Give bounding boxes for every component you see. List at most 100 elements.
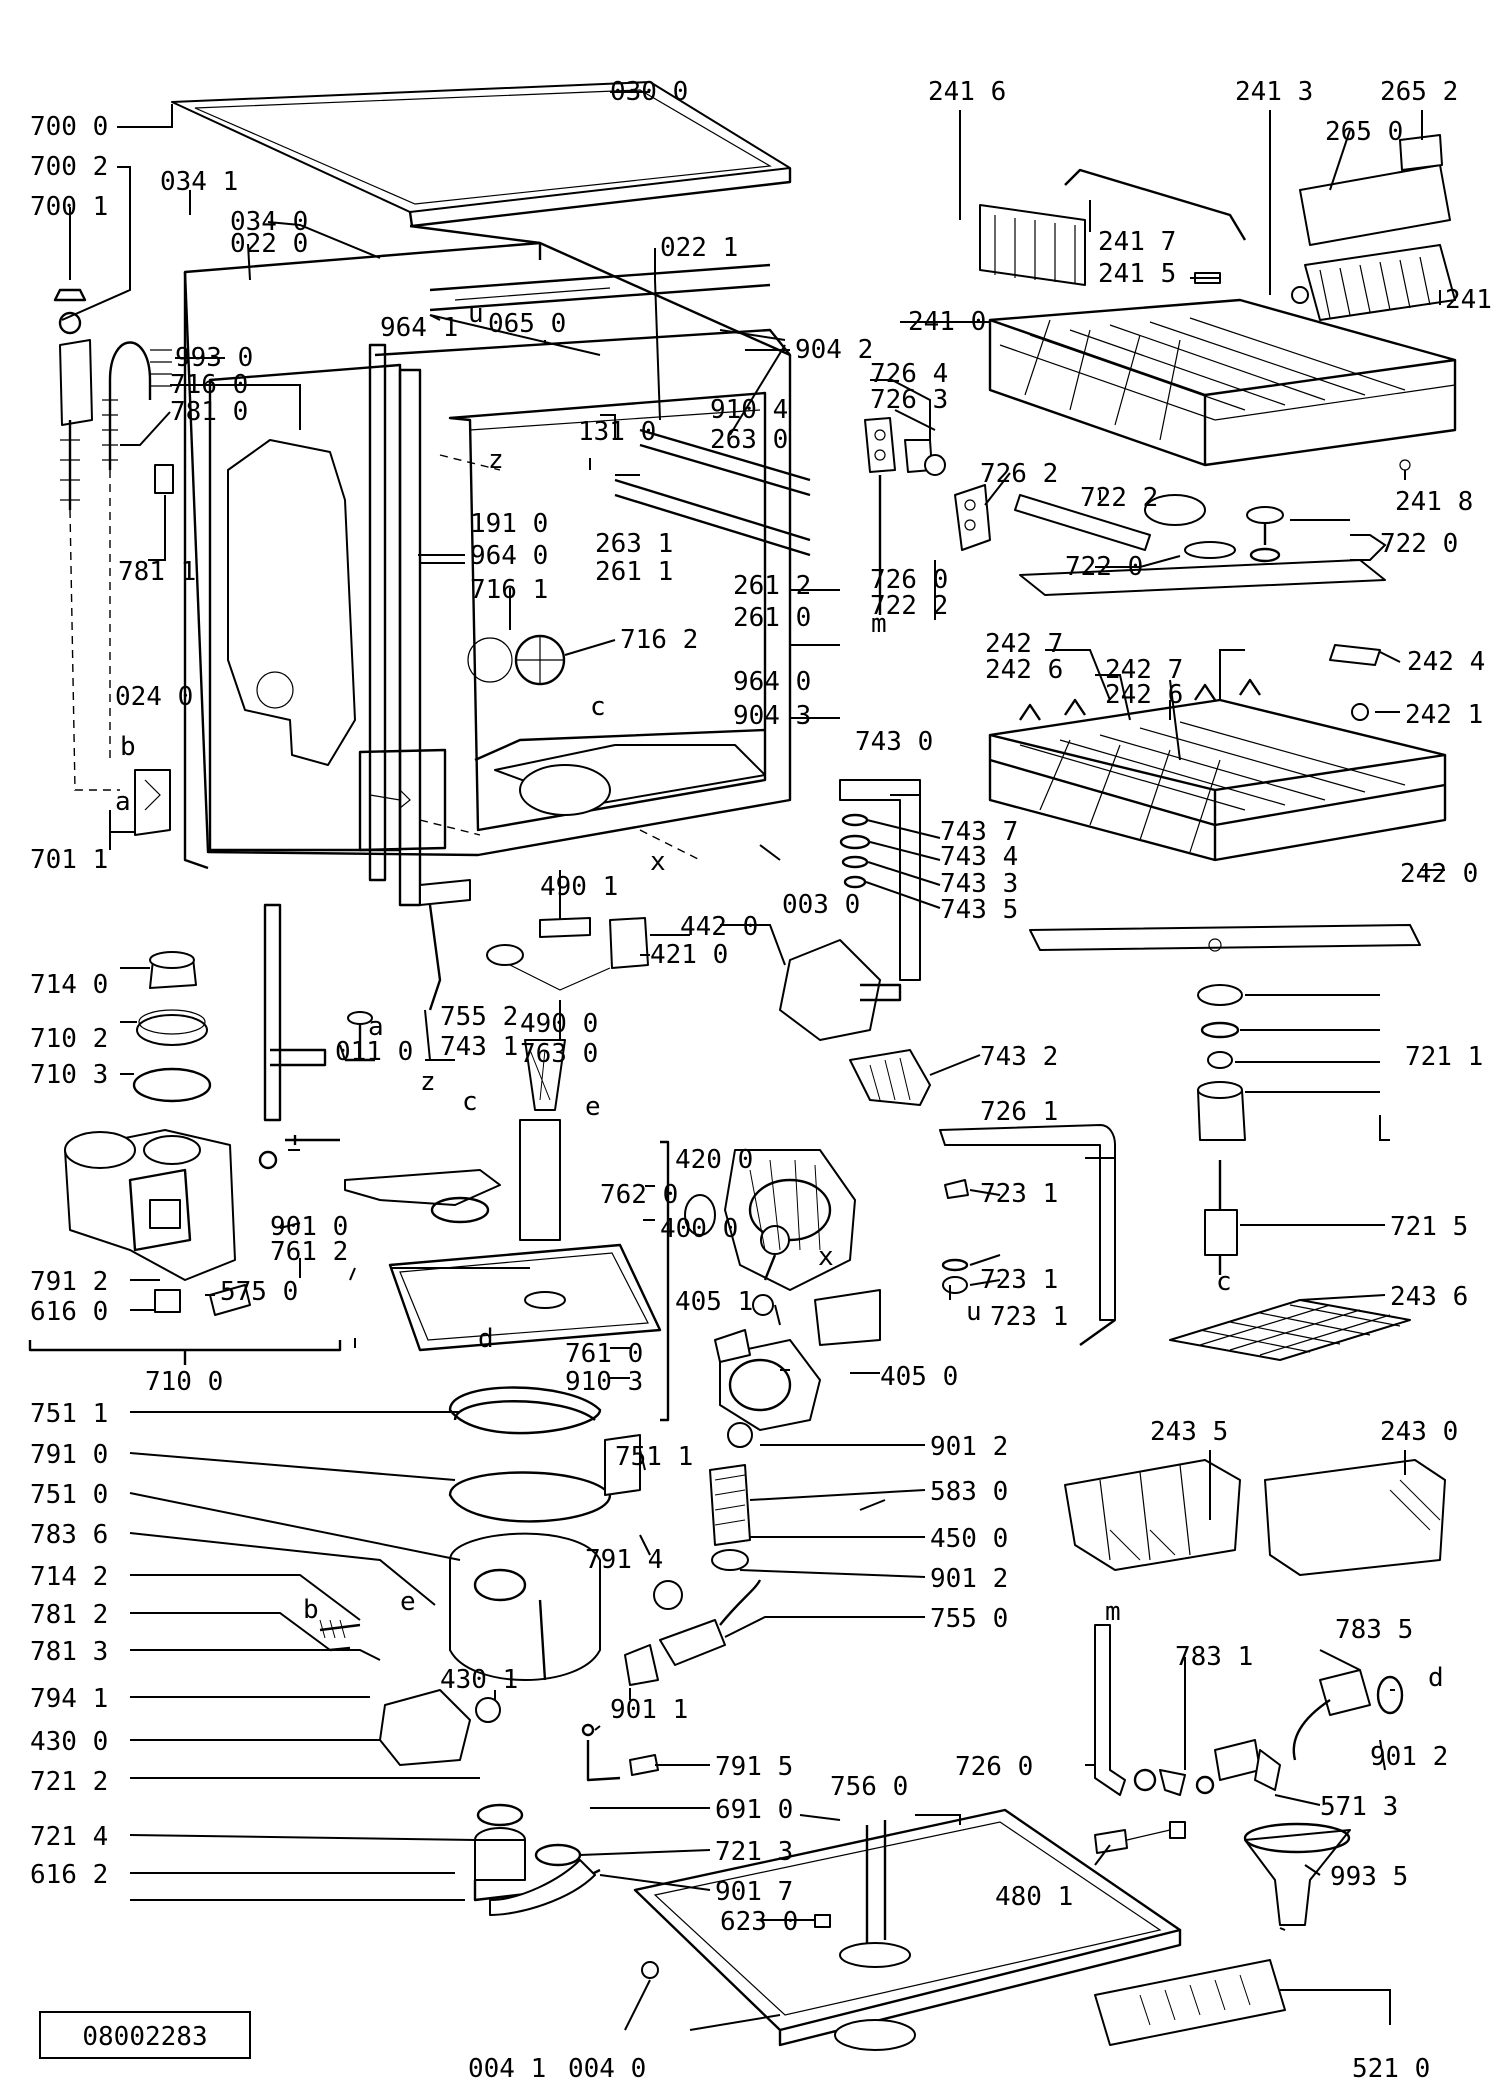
part-label-inlet-d: 901 2 bbox=[1370, 1742, 1448, 1772]
part-label-pipe-d: 743 3 bbox=[940, 869, 1018, 899]
part-label-basket-e: 241 7 bbox=[1098, 227, 1176, 257]
part-label-filter-ring-b: 716 2 bbox=[620, 625, 698, 655]
part-label-screw-left: 034 1 bbox=[160, 167, 238, 197]
part-label-spring-single: 781 1 bbox=[118, 557, 196, 587]
part-label-motor-a: 901 2 bbox=[930, 1432, 1008, 1462]
part-label-soft-a: 791 2 bbox=[30, 1267, 108, 1297]
part-label-nut-top: 065 0 bbox=[488, 309, 566, 339]
part-label-insulation: 716 0 bbox=[170, 370, 248, 400]
document-number-box bbox=[39, 2011, 251, 2059]
part-label-cable-guide-b: 743 1 bbox=[440, 1032, 518, 1062]
part-label-rack-f: 242 1 bbox=[1405, 700, 1483, 730]
part-label-hose-726-1: 726 1 bbox=[980, 1097, 1058, 1127]
part-label-base-e: 004 0 bbox=[568, 2054, 646, 2084]
letter-marker-12: x bbox=[818, 1242, 834, 1272]
part-label-pump-a: 420 0 bbox=[675, 1145, 753, 1175]
part-label-side-bar: 191 0 bbox=[470, 509, 548, 539]
letter-marker-5: b bbox=[120, 732, 136, 762]
letter-marker-13: u bbox=[966, 1297, 982, 1327]
part-label-clip-b: 022 0 bbox=[230, 229, 308, 259]
leader-lines bbox=[61, 91, 1445, 2031]
part-label-top-bracket-a: 700 0 bbox=[30, 112, 108, 142]
part-label-hinge-a: 726 4 bbox=[870, 359, 948, 389]
part-label-guide-d: 261 1 bbox=[595, 557, 673, 587]
part-label-sump-c: 751 0 bbox=[30, 1480, 108, 1510]
part-label-rack-a: 242 7 bbox=[985, 629, 1063, 659]
part-label-pipe-f: 743 2 bbox=[980, 1042, 1058, 1072]
part-label-pipe-b: 743 7 bbox=[940, 817, 1018, 847]
cabinet-drawing bbox=[171, 81, 811, 907]
part-label-filter-c: 910 3 bbox=[565, 1367, 643, 1397]
part-label-spray-a: 722 2 bbox=[1080, 483, 1158, 513]
letter-marker-8: e bbox=[585, 1092, 601, 1122]
part-label-hose-spring: 993 0 bbox=[175, 343, 253, 373]
document-number: 08002283 bbox=[82, 2022, 207, 2052]
part-label-clip-a: 034 0 bbox=[230, 207, 308, 237]
part-label-basket-c: 265 2 bbox=[1380, 77, 1458, 107]
part-label-base-a: 756 0 bbox=[830, 1772, 908, 1802]
part-label-softener: 710 0 bbox=[145, 1367, 223, 1397]
part-label-guide-b: 263 0 bbox=[710, 425, 788, 455]
part-label-filter-b: 761 0 bbox=[565, 1339, 643, 1369]
base-drawing bbox=[633, 1624, 1404, 2051]
part-label-base-c: 480 1 bbox=[995, 1882, 1073, 1912]
part-label-base-b: 623 0 bbox=[720, 1907, 798, 1937]
part-label-cutlery-b: 243 0 bbox=[1380, 1417, 1458, 1447]
part-label-basket-b: 241 3 bbox=[1235, 77, 1313, 107]
part-label-rack-b: 242 6 bbox=[985, 655, 1063, 685]
part-label-grid: 243 6 bbox=[1390, 1282, 1468, 1312]
letter-marker-15: e bbox=[400, 1587, 416, 1617]
letter-marker-4: x bbox=[650, 847, 666, 877]
part-label-basket-a: 241 6 bbox=[928, 77, 1006, 107]
letter-marker-7: m bbox=[871, 609, 887, 639]
letter-marker-2: z bbox=[420, 1067, 436, 1097]
part-label-pipe-e: 743 5 bbox=[940, 895, 1018, 925]
part-label-top-plate: 030 0 bbox=[610, 77, 688, 107]
part-label-rail-r-b: 261 0 bbox=[733, 603, 811, 633]
part-label-arm-lower: 721 1 bbox=[1405, 1042, 1483, 1072]
part-label-spray-b: 722 0 bbox=[1380, 529, 1458, 559]
part-label-funnel: 993 5 bbox=[1330, 1862, 1408, 1892]
part-label-spray-c: 722 0 bbox=[1065, 552, 1143, 582]
part-label-sensor-c: 421 0 bbox=[650, 940, 728, 970]
part-label-soft-d: 901 0 bbox=[270, 1212, 348, 1242]
part-label-cutlery-a: 243 5 bbox=[1150, 1417, 1228, 1447]
part-label-hose-723-1b: 723 1 bbox=[980, 1265, 1058, 1295]
part-label-pipe-a: 743 0 bbox=[855, 727, 933, 757]
part-label-inlet-e: 571 3 bbox=[1320, 1792, 1398, 1822]
part-label-drain-e: 616 2 bbox=[30, 1860, 108, 1890]
part-label-inlet-c: 783 5 bbox=[1335, 1615, 1413, 1645]
part-label-sump-g: 781 3 bbox=[30, 1637, 108, 1667]
center-parts-drawing bbox=[319, 779, 931, 1916]
part-label-sump-j: 430 1 bbox=[440, 1665, 518, 1695]
part-label-hose-723-1c: 723 1 bbox=[990, 1302, 1068, 1332]
part-label-arm-shaft: 721 5 bbox=[1390, 1212, 1468, 1242]
part-label-cable-guide-a: 755 2 bbox=[440, 1002, 518, 1032]
part-label-base-d: 004 1 bbox=[468, 2054, 546, 2084]
part-label-motor-d: 901 2 bbox=[930, 1564, 1008, 1594]
part-label-guide-c: 263 1 bbox=[595, 529, 673, 559]
letter-marker-18: d bbox=[1428, 1663, 1444, 1693]
letter-marker-6: a bbox=[115, 787, 131, 817]
part-label-top-bracket-b: 700 2 bbox=[30, 152, 108, 182]
part-label-pump-d: 405 0 bbox=[880, 1362, 958, 1392]
part-label-screw-r: 904 2 bbox=[795, 335, 873, 365]
part-label-ring-a: 710 2 bbox=[30, 1024, 108, 1054]
letter-marker-1: z bbox=[488, 445, 504, 475]
part-label-pump-b: 400 0 bbox=[660, 1214, 738, 1244]
part-label-gasket-top: 964 1 bbox=[380, 313, 458, 343]
part-label-basket-f: 241 5 bbox=[1098, 259, 1176, 289]
part-label-sensor-d: 490 0 bbox=[520, 1009, 598, 1039]
part-label-drain-d: 901 7 bbox=[715, 1877, 793, 1907]
letter-marker-14: c bbox=[1216, 1267, 1232, 1297]
part-label-sensor-e: 763 0 bbox=[520, 1039, 598, 1069]
letter-marker-16: b bbox=[303, 1595, 319, 1625]
part-label-guide-a: 910 4 bbox=[710, 395, 788, 425]
part-label-base-f: 521 0 bbox=[1352, 2054, 1430, 2084]
part-label-basket-d: 265 0 bbox=[1325, 117, 1403, 147]
part-label-side-gasket: 964 0 bbox=[470, 541, 548, 571]
part-label-soft-e: 761 2 bbox=[270, 1237, 348, 1267]
part-label-rail-bar: 131 0 bbox=[578, 417, 656, 447]
